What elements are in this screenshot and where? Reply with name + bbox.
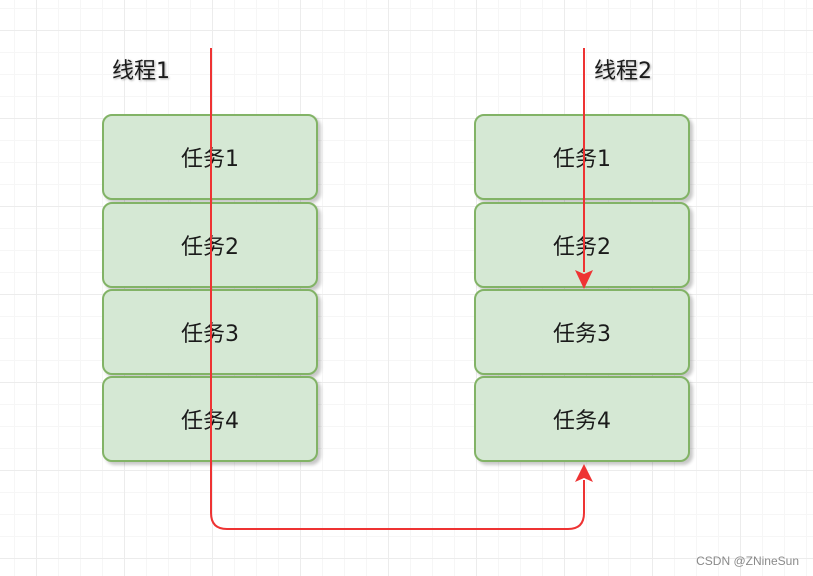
thread-2-task-2: 任务2 bbox=[474, 202, 690, 288]
task-label: 任务4 bbox=[553, 409, 611, 434]
thread-1-task-2: 任务2 bbox=[102, 202, 318, 288]
thread-2-task-4: 任务4 bbox=[474, 376, 690, 462]
thread-2-label: 线程2 bbox=[594, 59, 652, 84]
thread-1-task-1: 任务1 bbox=[102, 114, 318, 200]
task-label: 任务3 bbox=[553, 322, 611, 347]
thread-1-label: 线程1 bbox=[112, 59, 170, 84]
task-label: 任务2 bbox=[553, 235, 611, 260]
task-label: 任务3 bbox=[181, 322, 239, 347]
watermark: CSDN @ZNineSun bbox=[696, 554, 799, 568]
task-label: 任务2 bbox=[181, 235, 239, 260]
task-label: 任务1 bbox=[181, 147, 239, 172]
arrowhead-up-icon bbox=[575, 464, 593, 482]
thread-1-task-4: 任务4 bbox=[102, 376, 318, 462]
thread-2-task-1: 任务1 bbox=[474, 114, 690, 200]
task-label: 任务4 bbox=[181, 409, 239, 434]
task-label: 任务1 bbox=[553, 147, 611, 172]
thread-2-task-3: 任务3 bbox=[474, 289, 690, 375]
thread-1-task-3: 任务3 bbox=[102, 289, 318, 375]
